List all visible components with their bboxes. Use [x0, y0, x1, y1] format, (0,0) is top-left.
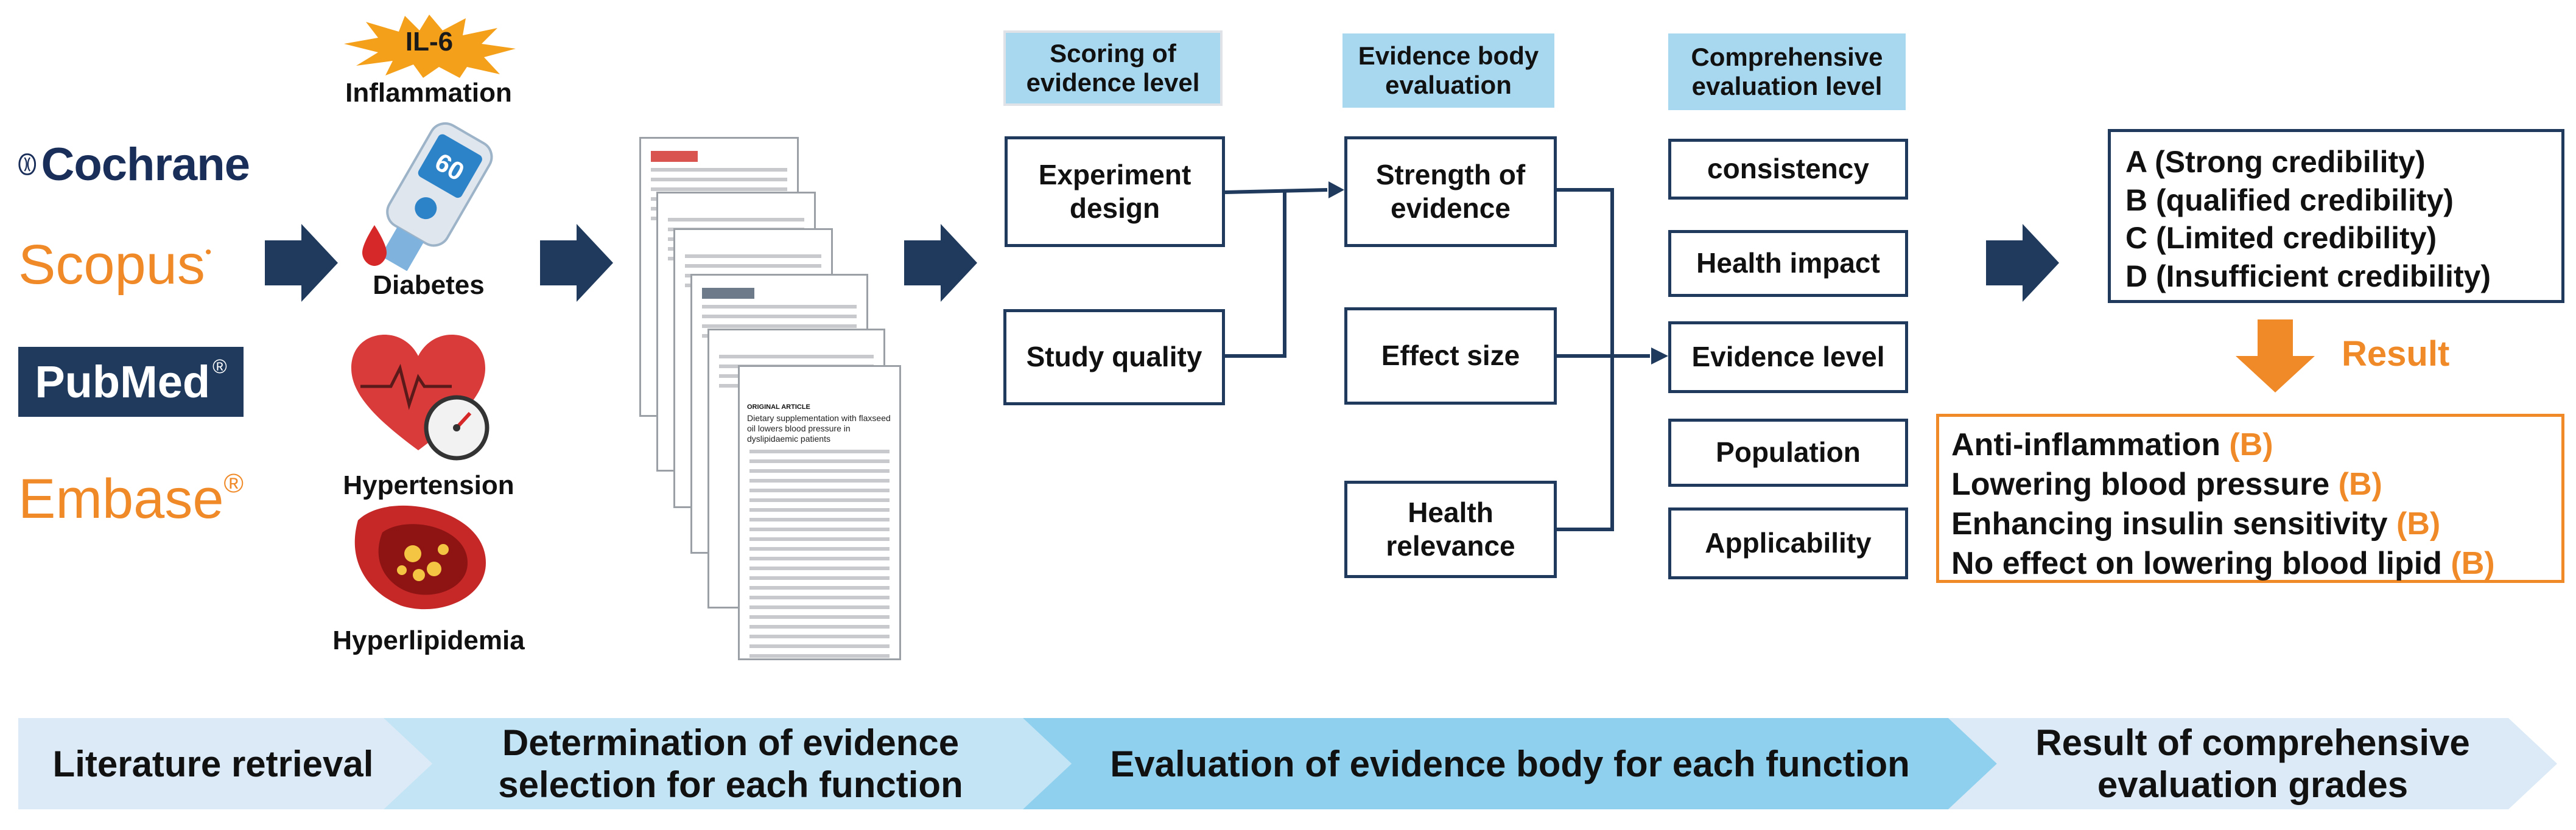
- result-blood-pressure: Lowering blood pressure (B): [1951, 467, 2382, 502]
- grade-b: B (qualified credibility): [2125, 183, 2454, 217]
- label-hyperlipidemia: Hyperlipidemia: [332, 626, 525, 655]
- pubmed-registered-mark: ®: [212, 355, 227, 377]
- stage-1-shape: [18, 718, 432, 809]
- stage-evidence-selection: Determination of evidence selection for …: [498, 722, 963, 805]
- grades-box: A (Strong credibility) B (qualified cred…: [2108, 129, 2564, 303]
- pubmed-name: PubMed: [35, 357, 211, 407]
- burst-icon: [344, 15, 516, 78]
- box-evidence-level: Evidence level: [1668, 321, 1908, 393]
- scopus-logo: Scopus •: [18, 231, 250, 298]
- arrow-evaluation-to-grades: [1986, 224, 2059, 302]
- arrow-databases-to-functions: [265, 224, 338, 302]
- glucometer-icon: 60: [362, 122, 493, 271]
- il6-badge: IL-6: [338, 12, 521, 79]
- embase-logo: Embase ®: [18, 462, 250, 535]
- stage-comprehensive-grades: Result of comprehensive evaluation grade…: [2035, 722, 2470, 805]
- paper-article-label: ORIGINAL ARTICLE: [747, 403, 810, 411]
- box-study-quality: Study quality: [1003, 309, 1225, 405]
- result-box: Anti-inflammation (B) Lowering blood pre…: [1936, 414, 2564, 583]
- cochrane-icon: [18, 153, 37, 176]
- arrow-papers-to-scoring: [904, 224, 977, 302]
- stage-3-shape: [1023, 718, 1997, 809]
- heart-gauge-icon: [351, 335, 490, 461]
- label-diabetes: Diabetes: [373, 270, 485, 300]
- stage-4-shape: [1948, 718, 2557, 809]
- connector-design-to-strength: [1224, 188, 1328, 194]
- label-inflammation: Inflammation: [345, 78, 512, 108]
- grade-a: A (Strong credibility): [2125, 145, 2426, 179]
- cochrane-logo: Cochrane: [18, 128, 250, 201]
- grade-d: D (Insufficient credibility): [2125, 259, 2491, 293]
- stage-literature-retrieval: Literature retrieval: [52, 743, 374, 784]
- databases-column: Cochrane Scopus • PubMed ® Embase ®: [12, 110, 256, 548]
- connector-relevance-to-evidence: [1557, 356, 1614, 531]
- embase-name: Embase: [18, 467, 224, 530]
- grade-c: C (Limited credibility): [2125, 221, 2437, 255]
- paper-article-title: Dietary supplementation with flaxseed oi…: [747, 413, 891, 444]
- header-scoring: Scoring of evidence level: [1003, 30, 1223, 106]
- scopus-name: Scopus: [18, 233, 205, 296]
- paper-6: ORIGINAL ARTICLE Dietary supplementation…: [738, 365, 901, 660]
- header-evidence-body: Evidence body evaluation: [1342, 33, 1554, 108]
- box-population: Population: [1668, 419, 1908, 487]
- result-label: Result: [2342, 334, 2450, 374]
- scopus-mark: •: [205, 242, 212, 262]
- box-strength-of-evidence: Strength of evidence: [1344, 136, 1557, 247]
- box-applicability: Applicability: [1668, 507, 1908, 579]
- label-hypertension: Hypertension: [343, 470, 514, 500]
- box-effect-size: Effect size: [1344, 307, 1557, 405]
- arrowhead-to-evidence: [1651, 347, 1668, 364]
- pubmed-logo: PubMed ®: [18, 347, 244, 417]
- connector-quality-to-strength: [1225, 190, 1286, 358]
- stage-bar: [18, 718, 2557, 809]
- result-insulin-sensitivity: Enhancing insulin sensitivity (B): [1951, 506, 2441, 542]
- artery-icon: [354, 505, 486, 610]
- connector-strength-to-evidence: [1557, 188, 1614, 356]
- box-health-impact: Health impact: [1668, 230, 1908, 297]
- cochrane-name: Cochrane: [41, 138, 250, 190]
- paper-stack: ORIGINAL ARTICLE Dietary supplementation…: [633, 134, 901, 663]
- embase-registered-mark: ®: [223, 469, 244, 498]
- result-blood-lipid: No effect on lowering blood lipid (B): [1951, 546, 2495, 581]
- stage-2-shape: [384, 718, 1072, 809]
- box-health-relevance: Health relevance: [1344, 481, 1557, 578]
- header-comprehensive: Comprehensive evaluation level: [1668, 33, 1906, 110]
- arrow-functions-to-papers: [540, 224, 613, 302]
- il6-label: IL-6: [405, 27, 454, 57]
- result-anti-inflammation: Anti-inflammation (B): [1951, 427, 2273, 462]
- stage-evidence-body: Evaluation of evidence body for each fun…: [1110, 743, 1910, 784]
- box-experiment-design: Experiment design: [1005, 136, 1225, 247]
- box-consistency: consistency: [1668, 139, 1908, 200]
- arrowhead-to-strength: [1328, 181, 1344, 198]
- result-down-arrow: [2236, 319, 2315, 392]
